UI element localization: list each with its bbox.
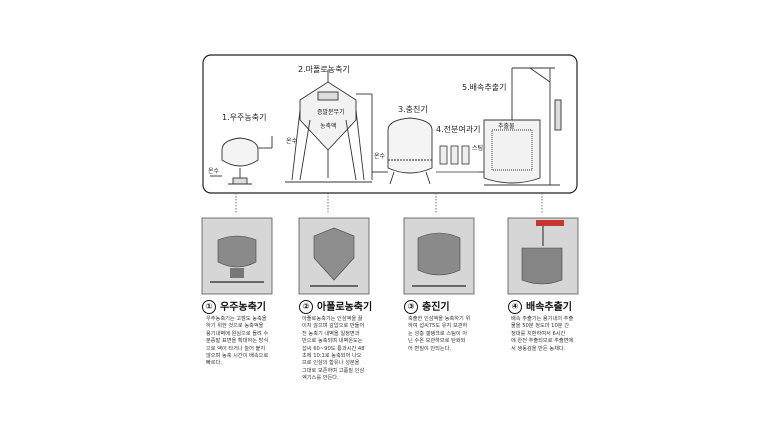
apollo-concentrator-drawing — [285, 70, 373, 183]
steam-label-4: 스팀 — [472, 144, 483, 152]
equipment-2-name: 아폴로농축기 — [317, 302, 373, 313]
stage3-label: 3.충진기 — [398, 104, 428, 114]
steam-label-1: 온수 — [286, 138, 298, 145]
steam-label-3: 온수 — [374, 153, 386, 160]
equipment-1-title: ① 우주농축기 — [202, 298, 266, 314]
photo-uju — [201, 217, 273, 295]
stage2-label: 2.마폴로농축기 — [298, 65, 350, 74]
filler-tank-drawing — [372, 117, 433, 185]
equipment-4-title: ④ 배속추출기 — [508, 298, 572, 314]
extractor-drawing — [478, 67, 562, 186]
equipment-3-title: ③ 충진기 — [404, 298, 450, 314]
starch-filter-drawing — [436, 145, 478, 173]
steam-label-2: 온수 — [208, 168, 220, 175]
equipment-3-number: ③ — [404, 300, 418, 314]
process-panel — [202, 54, 578, 194]
uju-concentrator-drawing — [210, 136, 273, 185]
extract-label: 추출물 — [498, 122, 515, 130]
condenser-label: 증발분무기 — [317, 108, 345, 116]
equipment-1-number: ① — [202, 300, 216, 314]
stage5-label: 5.배속추출기 — [462, 82, 506, 92]
stage4-label: 4.전분여과기 — [436, 124, 480, 134]
equipment-4-name: 배속추출기 — [526, 302, 572, 313]
conc-liquid-label: 농축액 — [320, 122, 337, 130]
connectors — [235, 193, 543, 214]
equipment-4-number: ④ — [508, 300, 522, 314]
photo-extractor — [507, 217, 579, 295]
photo-filler — [403, 217, 475, 295]
equipment-2-title: ② 아폴로농축기 — [299, 298, 372, 314]
equipment-2-number: ② — [299, 300, 313, 314]
equipment-3-name: 충진기 — [422, 302, 450, 313]
photo-apollo — [298, 217, 370, 295]
equipment-1-name: 우주농축기 — [220, 302, 266, 313]
stage1-label: 1.우주농축기 — [222, 113, 266, 122]
